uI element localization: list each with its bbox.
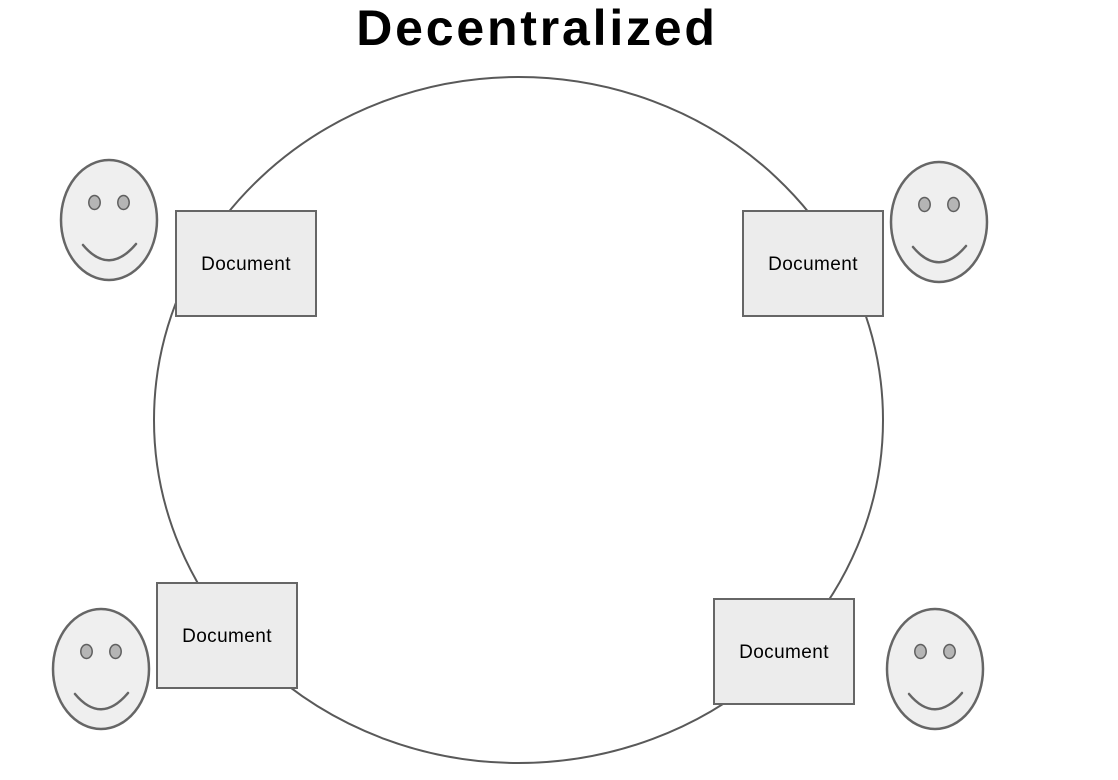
right-eye: [117, 194, 130, 211]
right-eye: [943, 643, 956, 660]
face-outline: [51, 607, 151, 731]
document-node-label: Document: [182, 626, 272, 647]
document-node: [742, 210, 884, 317]
smiley-face-icon: [59, 158, 159, 282]
document-node-label: Document: [768, 254, 858, 275]
document-node: [156, 582, 298, 689]
left-eye: [80, 643, 93, 660]
network-ring: [153, 76, 884, 764]
document-node: [175, 210, 317, 317]
smiley-face-icon: [51, 607, 151, 731]
face-outline: [59, 158, 159, 282]
document-bottom-left-group: Document: [51, 582, 298, 731]
document-top-left-group: Document: [59, 158, 317, 317]
smile: [907, 691, 964, 711]
smile: [911, 244, 968, 264]
document-node-label: Document: [739, 642, 829, 663]
document-top-right-group: Document: [742, 160, 989, 317]
right-eye: [109, 643, 122, 660]
document-node-label: Document: [201, 254, 291, 275]
smile: [73, 691, 130, 711]
diagram-title: Decentralized: [356, 0, 718, 56]
document-node: [713, 598, 855, 705]
left-eye: [914, 643, 927, 660]
document-bottom-right-group: Document: [713, 598, 985, 731]
face-outline: [885, 607, 985, 731]
face-outline: [889, 160, 989, 284]
right-eye: [947, 196, 960, 213]
smiley-face-icon: [889, 160, 989, 284]
left-eye: [88, 194, 101, 211]
smile: [81, 242, 138, 262]
left-eye: [918, 196, 931, 213]
smiley-face-icon: [885, 607, 985, 731]
